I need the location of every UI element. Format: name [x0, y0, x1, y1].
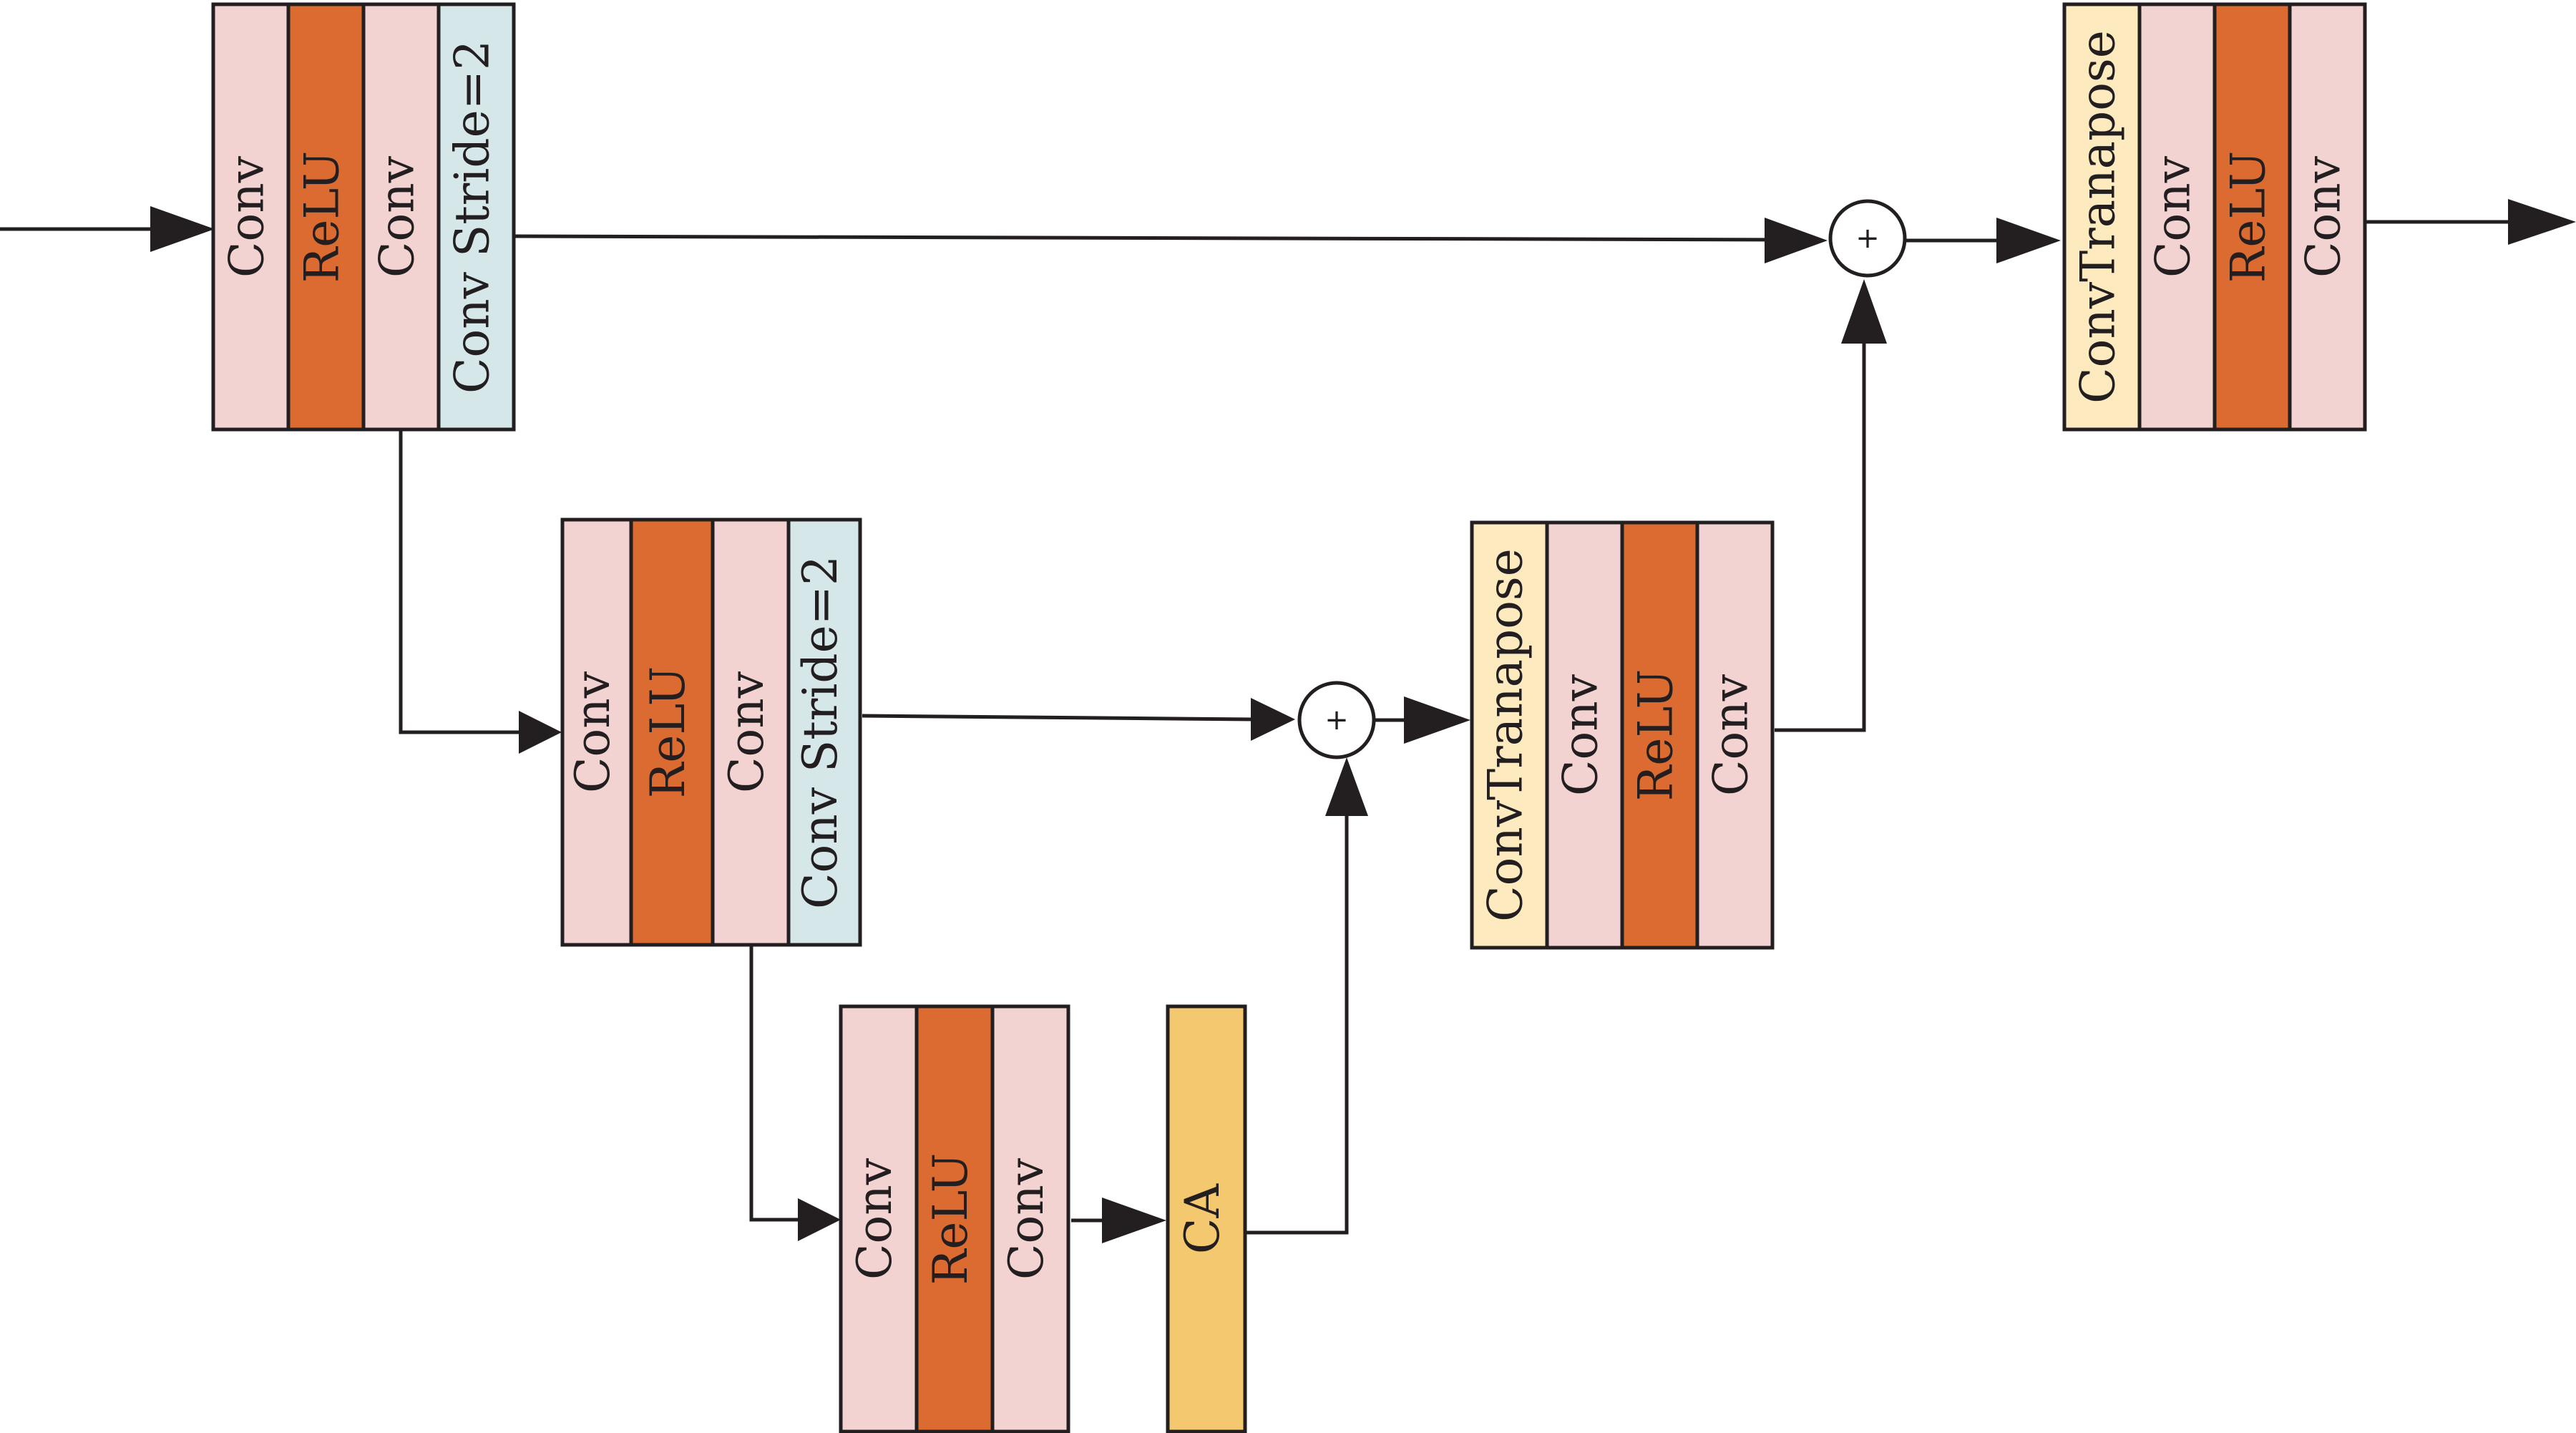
decoder-block-1: ConvTranapose Conv ReLU Conv — [1470, 520, 1775, 950]
layer-conv-box — [2288, 2, 2367, 432]
layer-convtranapose-box — [2062, 2, 2142, 432]
up-wire-1 — [1775, 344, 1866, 732]
layer-conv-label: Conv — [565, 671, 620, 793]
encoder-block-1: Conv ReLU Conv Conv Stride=2 — [211, 2, 516, 432]
sum-node-mid: + — [1297, 681, 1376, 759]
layer-conv-label: Conv — [719, 671, 774, 793]
skip-wire-top — [514, 234, 1793, 242]
layer-relu-label: ReLU — [295, 151, 350, 283]
down-wire-1 — [399, 429, 519, 734]
layer-relu-label: ReLU — [923, 1153, 978, 1286]
layer-conv-box — [560, 518, 633, 947]
skip-top-arrow-head — [1765, 218, 1828, 263]
output-arrow-head — [2508, 199, 2576, 245]
skip-wire-mid — [862, 714, 1254, 722]
down2-arrow-head — [798, 1198, 841, 1241]
layer-conv-box — [211, 2, 291, 432]
ca-in-arrow-head — [1102, 1198, 1166, 1243]
up1-arrow-head — [1841, 279, 1887, 344]
layer-conv-stride-2-label: Conv Stride=2 — [793, 555, 848, 909]
layer-ca-label: CA — [1175, 1183, 1230, 1254]
layer-conv-label: Conv — [999, 1157, 1054, 1280]
bottleneck-block: Conv ReLU Conv — [839, 1004, 1070, 1433]
up-wire-2 — [1245, 816, 1349, 1235]
sum2-out-arrow-head — [1404, 696, 1470, 744]
layer-conv-box — [1545, 520, 1624, 950]
up2-arrow-head — [1325, 757, 1368, 816]
layer-conv-label: Conv — [1553, 674, 1609, 796]
input-arrow-head — [150, 206, 215, 252]
layer-relu-box — [286, 2, 366, 432]
layer-conv-label: Conv — [2296, 155, 2351, 278]
layer-conv-label: Conv — [220, 155, 275, 278]
layer-conv-label: Conv — [370, 155, 425, 278]
layer-convtranapose-label: ConvTranapose — [2071, 30, 2126, 404]
layer-conv-label: Conv — [1704, 674, 1759, 796]
sum-symbol-mid: + — [1324, 704, 1349, 737]
sum-node-top: + — [1828, 199, 1907, 278]
layer-relu-box — [2212, 2, 2292, 432]
layer-conv-box — [2137, 2, 2217, 432]
layer-conv-stride-2-box — [786, 518, 862, 947]
encoder-block-2: Conv ReLU Conv Conv Stride=2 — [560, 518, 862, 947]
decoder-block-2: ConvTranapose Conv ReLU Conv — [2062, 2, 2367, 432]
layer-convtranapose-box — [1470, 520, 1549, 950]
layer-conv-label: Conv — [2146, 155, 2201, 278]
skip-mid-arrow-head — [1251, 698, 1295, 741]
layer-ca-box — [1166, 1004, 1247, 1433]
channel-attention-block: CA — [1166, 1004, 1247, 1433]
sum1-out-arrow-head — [1996, 218, 2061, 263]
down-wire-2 — [749, 945, 798, 1222]
layer-relu-box — [1620, 520, 1699, 950]
layer-conv-box — [839, 1004, 919, 1433]
layer-relu-label: ReLU — [2221, 151, 2276, 283]
layer-conv-box — [711, 518, 791, 947]
layer-conv-label: Conv — [847, 1157, 902, 1280]
layer-conv-stride-2-label: Conv Stride=2 — [445, 40, 500, 394]
layer-relu-label: ReLU — [640, 666, 696, 799]
layer-convtranapose-label: ConvTranapose — [1478, 548, 1533, 922]
layer-relu-box — [629, 518, 715, 947]
down1-arrow-head — [519, 711, 562, 754]
layer-conv-stride-2-box — [436, 2, 516, 432]
layer-relu-label: ReLU — [1629, 669, 1684, 802]
sum-symbol-top: + — [1855, 222, 1880, 255]
layer-conv-box — [990, 1004, 1070, 1433]
layer-conv-box — [1695, 520, 1775, 950]
